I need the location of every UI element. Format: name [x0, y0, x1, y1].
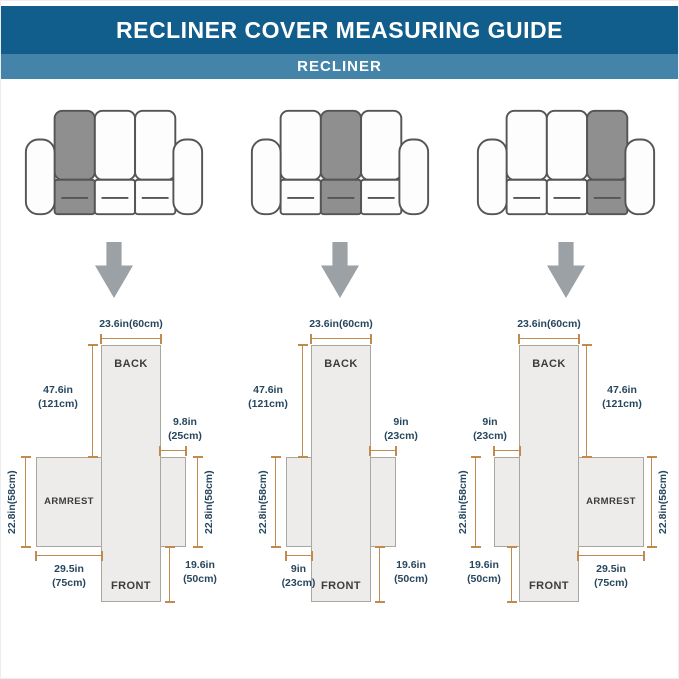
- measure-line-armrest-width: [577, 551, 645, 561]
- measuring-diagram-left-recliner: 23.6in(60cm) BACK FRONT ARMREST 47.6in (…: [1, 312, 227, 617]
- measure-top-width: 23.6in(60cm): [517, 318, 581, 330]
- measure-line-inner-flap-width: [159, 446, 187, 456]
- measure-line-back-height: [582, 344, 592, 458]
- front-label: FRONT: [321, 580, 361, 592]
- measure-line-top-width: [310, 334, 372, 344]
- measure-front-height: 19.6in (50cm): [461, 559, 507, 586]
- cover-inner-flap-panel: [494, 457, 520, 547]
- measure-front-height: 19.6in (50cm): [385, 559, 437, 586]
- measure-value-cm: (75cm): [594, 576, 628, 589]
- measure-line-top-width: [100, 334, 162, 344]
- cover-main-panel: [101, 345, 161, 602]
- down-arrow-icon: [547, 242, 585, 298]
- front-label: FRONT: [529, 580, 569, 592]
- down-arrow-icon: [95, 242, 133, 298]
- armrest-label: ARMREST: [586, 496, 636, 507]
- measure-inner-flap-height: 22.8in(58cm): [457, 470, 469, 534]
- measuring-diagram-middle-seat: 23.6in(60cm) BACK FRONT 47.6in (121cm) 9…: [227, 312, 453, 617]
- measure-line-back-height: [88, 344, 98, 458]
- measure-value-cm: (25cm): [168, 429, 202, 442]
- back-label: BACK: [114, 358, 148, 370]
- measure-value-cm: (23cm): [281, 576, 316, 589]
- measure-right-flap-width: 9in (23cm): [373, 416, 429, 443]
- measure-value-cm: (121cm): [602, 397, 642, 410]
- measure-value-cm: (23cm): [384, 429, 418, 442]
- measure-value-in: 47.6in: [253, 384, 283, 396]
- armrest-label: ARMREST: [44, 496, 94, 507]
- back-label: BACK: [532, 358, 566, 370]
- measure-line-front-height: [507, 546, 517, 603]
- down-arrow-icon: [321, 242, 359, 298]
- measure-left-flap-height: 22.8in(58cm): [257, 470, 269, 534]
- header-banner: RECLINER COVER MEASURING GUIDE: [1, 6, 678, 54]
- measure-value-cm: (50cm): [183, 572, 217, 585]
- measure-back-height: 47.6in (121cm): [593, 384, 651, 411]
- page-title: RECLINER COVER MEASURING GUIDE: [116, 16, 563, 43]
- measure-line-armrest-width: [35, 551, 103, 561]
- sofa-illustration-middle-seat: [249, 105, 431, 220]
- measure-back-height: 47.6in (121cm): [29, 384, 87, 411]
- measure-armrest-height: 22.8in(58cm): [657, 470, 669, 534]
- cover-armrest-panel: [36, 457, 102, 547]
- page-subtitle: RECLINER: [297, 58, 382, 75]
- measure-inner-flap-width: 9.8in (25cm): [157, 416, 213, 443]
- sofa-illustration-right-seat: [475, 105, 657, 220]
- measure-armrest-width: 29.5in (75cm): [569, 563, 653, 590]
- diagram-row: 23.6in(60cm) BACK FRONT ARMREST 47.6in (…: [1, 312, 678, 617]
- measure-value-in: 19.6in: [396, 559, 426, 571]
- measure-line-top-width: [518, 334, 580, 344]
- sofa-illustration-left-seat: [23, 105, 205, 220]
- cover-left-flap-panel: [286, 457, 312, 547]
- measure-back-height: 47.6in (121cm): [239, 384, 297, 411]
- measure-value-in: 9in: [290, 563, 307, 575]
- measure-line-left-flap-width: [285, 551, 313, 561]
- measure-line-front-height: [375, 546, 385, 603]
- measure-value-in: 19.6in: [469, 559, 499, 571]
- cover-inner-flap-panel: [160, 457, 186, 547]
- measure-value-in: 29.5in: [596, 563, 626, 575]
- back-label: BACK: [324, 358, 358, 370]
- measure-value-cm: (75cm): [52, 576, 86, 589]
- arrow-row: [1, 242, 678, 298]
- cover-right-flap-panel: [370, 457, 396, 547]
- measure-armrest-width: 29.5in (75cm): [27, 563, 111, 590]
- measure-armrest-height: 22.8in(58cm): [6, 470, 18, 534]
- measure-line-inner-flap-width: [493, 446, 521, 456]
- measure-line-right-flap-width: [369, 446, 397, 456]
- measure-line-armrest-height: [21, 456, 31, 548]
- measure-top-width: 23.6in(60cm): [309, 318, 373, 330]
- measure-front-height: 19.6in (50cm): [175, 559, 225, 586]
- measure-value-in: 19.6in: [185, 559, 215, 571]
- measure-value-cm: (50cm): [467, 572, 501, 585]
- measure-value-in: 9in: [393, 416, 409, 428]
- measure-line-front-height: [165, 546, 175, 603]
- measure-value-cm: (23cm): [473, 429, 507, 442]
- front-label: FRONT: [111, 580, 151, 592]
- measure-line-inner-flap-height: [471, 456, 481, 548]
- measure-top-width: 23.6in(60cm): [99, 318, 163, 330]
- measure-line-inner-flap-height: [193, 456, 203, 548]
- measure-line-left-flap-height: [271, 456, 281, 548]
- measure-left-flap-width: 9in (23cm): [261, 563, 336, 590]
- measure-value-cm: (121cm): [38, 397, 78, 410]
- measure-value-in: 47.6in: [607, 384, 637, 396]
- measure-inner-flap-width: 9in (23cm): [465, 416, 515, 443]
- measure-value-in: 47.6in: [43, 384, 73, 396]
- measuring-diagram-right-recliner: 23.6in(60cm) BACK FRONT ARMREST 47.6in (…: [453, 312, 678, 617]
- measure-value-cm: (50cm): [394, 572, 428, 585]
- measure-value-in: 9in: [482, 416, 498, 428]
- measure-value-in: 9.8in: [173, 416, 197, 428]
- subheader-banner: RECLINER: [1, 54, 678, 79]
- sofa-illustration-row: [1, 105, 678, 220]
- measure-line-back-height: [298, 344, 308, 458]
- measure-value-in: 29.5in: [54, 563, 84, 575]
- measure-inner-flap-height: 22.8in(58cm): [203, 470, 215, 534]
- measure-value-cm: (121cm): [248, 397, 288, 410]
- cover-armrest-panel: [578, 457, 644, 547]
- measure-line-armrest-height: [647, 456, 657, 548]
